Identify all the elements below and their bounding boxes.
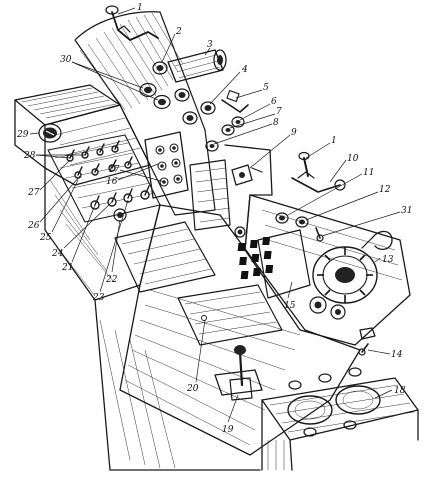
callout-8: 8 <box>273 118 279 128</box>
callout-24: 24 <box>51 249 64 259</box>
knob-7 <box>221 124 235 136</box>
callout-27: 27 <box>27 188 40 198</box>
knob-2 <box>152 61 168 75</box>
callout-1-top: 1 <box>137 3 143 13</box>
callout-20: 20 <box>186 384 199 394</box>
callout-31: 31 <box>401 206 412 216</box>
callout-labels: 1 2 3 4 5 6 7 8 9 1 10 11 12 31 13 14 15… <box>16 3 412 435</box>
callout-28: 28 <box>23 151 36 161</box>
callout-15: 15 <box>284 301 296 311</box>
leader-lines <box>29 7 401 423</box>
callout-18: 18 <box>394 386 406 396</box>
callout-7: 7 <box>276 107 282 117</box>
gauge-29 <box>38 123 62 143</box>
callout-3: 3 <box>207 40 213 50</box>
throttle-lever-19 <box>214 345 263 401</box>
bottom-right-console <box>261 367 419 471</box>
valve-9 <box>231 164 263 186</box>
left-console-top <box>14 84 151 186</box>
lamp-6 <box>231 116 245 128</box>
lamp-8 <box>205 140 219 152</box>
callout-25: 25 <box>39 233 52 243</box>
toggle-14 <box>358 327 376 356</box>
callout-4: 4 <box>241 65 248 75</box>
glass-panel-upper <box>189 159 231 231</box>
knob-4 <box>200 101 216 115</box>
handle-1-right <box>298 151 310 177</box>
callout-30: 30 <box>60 55 72 65</box>
callout-26: 26 <box>27 221 40 231</box>
callout-11: 11 <box>363 168 374 178</box>
lever-10 <box>291 171 346 193</box>
callout-2: 2 <box>175 27 182 37</box>
callout-6: 6 <box>271 97 277 107</box>
callout-5: 5 <box>263 83 269 93</box>
glass-panel-lower-left <box>114 221 216 293</box>
glass-panel-center <box>177 284 283 346</box>
callout-29: 29 <box>16 130 29 140</box>
callout-1-right: 1 <box>331 136 337 146</box>
pipe-3 <box>167 49 227 83</box>
selector-dial-13 <box>309 246 378 320</box>
callout-21: 21 <box>61 263 73 273</box>
callout-23: 23 <box>92 293 105 303</box>
center-instrument-panel <box>144 131 189 199</box>
callout-16: 16 <box>106 177 118 187</box>
callout-19: 19 <box>222 425 234 435</box>
knobs-30 <box>139 82 198 125</box>
toggle-31 <box>315 227 324 242</box>
callout-13: 13 <box>382 255 394 265</box>
knob-11 <box>275 212 289 224</box>
callout-9: 9 <box>291 128 297 138</box>
knob-12 <box>295 216 309 228</box>
cable-hook-31 <box>361 230 393 251</box>
callout-17: 17 <box>108 165 120 175</box>
callout-10: 10 <box>347 154 359 164</box>
handle-1-top <box>105 5 159 41</box>
handle-5 <box>221 89 249 113</box>
callout-12: 12 <box>379 185 391 195</box>
warning-light-block-15 <box>237 229 311 299</box>
right-back-panel <box>224 144 273 251</box>
callout-22: 22 <box>105 275 118 285</box>
callout-14: 14 <box>391 350 403 360</box>
